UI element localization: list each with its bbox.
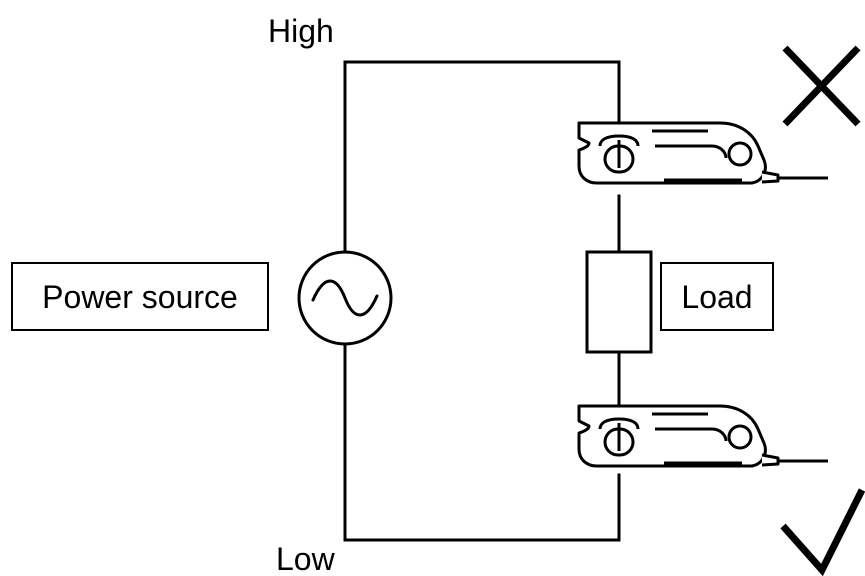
clamp-tail <box>761 170 780 184</box>
current-clamp-probe-icon <box>577 121 828 185</box>
load-box <box>660 262 774 331</box>
low-terminal-label: Low <box>276 541 336 576</box>
circuit-wires <box>343 60 621 542</box>
ac-sine-icon <box>311 279 379 317</box>
current-clamp-probe-icon <box>577 404 828 468</box>
clamp-knob <box>727 424 753 450</box>
clamp-jaw <box>598 134 640 147</box>
high-terminal-label: High <box>268 13 334 49</box>
clamp-arm <box>655 427 728 442</box>
load-label-box: Load <box>660 262 774 331</box>
power-source-label-box: Power source <box>11 262 269 331</box>
clamp-knob <box>727 141 753 167</box>
clamp-arm <box>655 144 728 159</box>
check-mark-icon <box>780 488 865 576</box>
clamp-tail <box>761 453 780 467</box>
ac-source <box>297 250 393 346</box>
load-resistor <box>585 250 653 354</box>
load-label: Load <box>681 279 752 315</box>
power-source-box <box>11 262 269 331</box>
clamp-jaw <box>598 417 640 430</box>
cross-mark-icon <box>782 45 861 127</box>
power-source-label: Power source <box>42 279 238 315</box>
